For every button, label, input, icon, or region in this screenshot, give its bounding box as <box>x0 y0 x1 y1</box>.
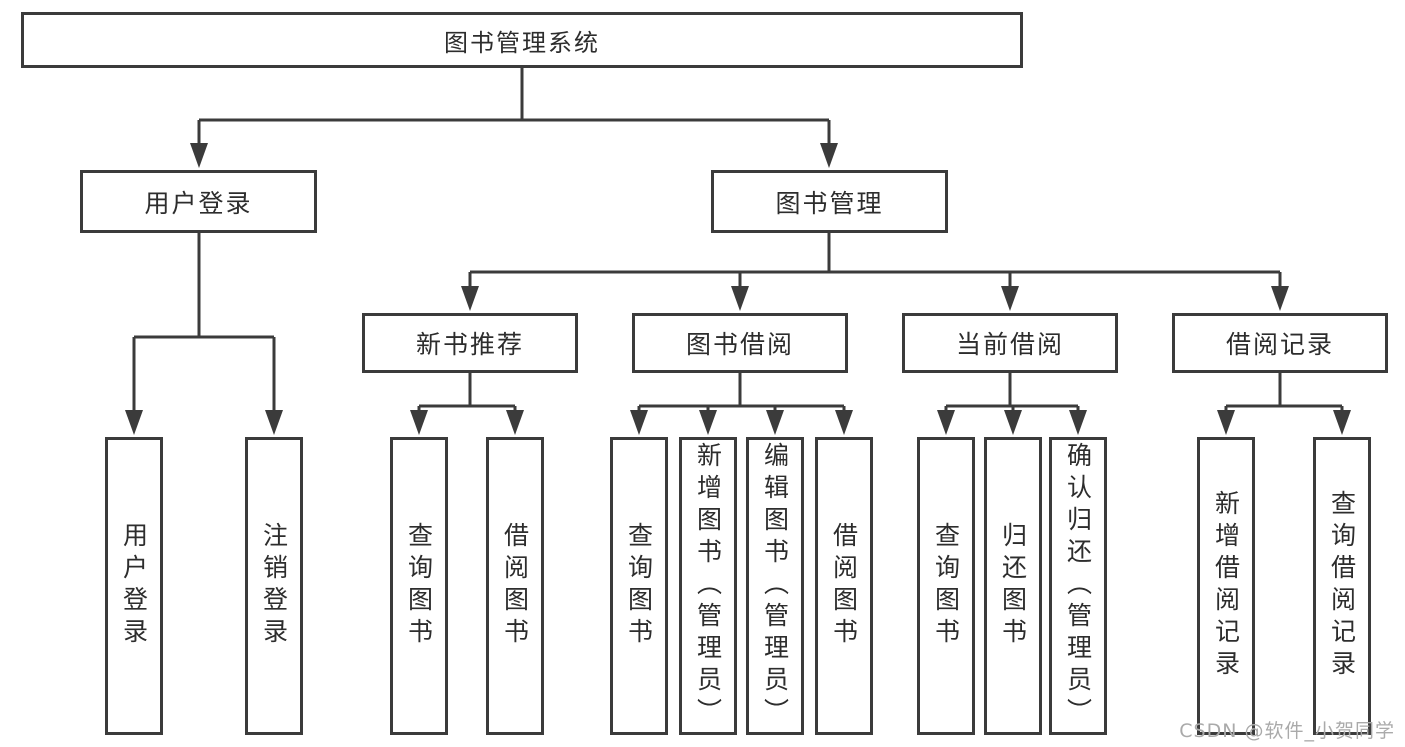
leaf-current-query-books: 查询图书 <box>917 437 975 735</box>
arrowhead <box>265 410 283 435</box>
arrowhead <box>125 410 143 435</box>
watermark-text: CSDN @软件_小贺同学 <box>1179 720 1395 742</box>
leaf-borrowing-edit-books-admin: 编辑图书（管理员） <box>746 437 804 735</box>
leaf-label: 用户登录 <box>119 522 149 650</box>
leaf-label: 注销登录 <box>259 522 289 650</box>
leaf-label: 确认归还（管理员） <box>1063 442 1093 730</box>
leaf-records-query-borrow-record: 查询借阅记录 <box>1313 437 1371 735</box>
leaf-current-return-books: 归还图书 <box>984 437 1042 735</box>
leaf-user-login: 用户登录 <box>105 437 163 735</box>
arrowhead <box>506 410 524 435</box>
node-book-borrowing: 图书借阅 <box>632 313 848 373</box>
leaf-label: 查询图书 <box>931 522 961 650</box>
leaf-label: 新增借阅记录 <box>1211 490 1241 682</box>
arrowhead <box>1004 410 1022 435</box>
leaf-label: 查询图书 <box>404 522 434 650</box>
leaf-label: 编辑图书（管理员） <box>760 442 790 730</box>
leaf-borrowing-borrow-books: 借阅图书 <box>815 437 873 735</box>
arrowhead <box>410 410 428 435</box>
node-book-management: 图书管理 <box>711 170 948 233</box>
arrowhead <box>630 410 648 435</box>
leaf-newbooks-borrow-books: 借阅图书 <box>486 437 544 735</box>
leaf-label: 归还图书 <box>998 522 1028 650</box>
arrowhead <box>1217 410 1235 435</box>
arrowhead <box>766 410 784 435</box>
node-current-borrowing: 当前借阅 <box>902 313 1118 373</box>
node-borrowing-records: 借阅记录 <box>1172 313 1388 373</box>
leaf-current-confirm-return-admin: 确认归还（管理员） <box>1049 437 1107 735</box>
leaf-label: 新增图书（管理员） <box>693 442 723 730</box>
arrowhead <box>1333 410 1351 435</box>
leaf-borrowing-query-books: 查询图书 <box>610 437 668 735</box>
arrowhead <box>1001 286 1019 311</box>
arrowhead <box>461 286 479 311</box>
leaf-label: 查询借阅记录 <box>1327 490 1357 682</box>
leaf-borrowing-add-books-admin: 新增图书（管理员） <box>679 437 737 735</box>
arrowhead <box>835 410 853 435</box>
node-user-login: 用户登录 <box>80 170 317 233</box>
leaf-label: 借阅图书 <box>500 522 530 650</box>
arrowhead <box>190 143 208 168</box>
arrowhead <box>699 410 717 435</box>
arrowhead <box>1271 286 1289 311</box>
leaf-newbooks-query-books: 查询图书 <box>390 437 448 735</box>
arrowhead <box>820 143 838 168</box>
leaf-label: 借阅图书 <box>829 522 859 650</box>
arrowhead <box>937 410 955 435</box>
leaf-records-add-borrow-record: 新增借阅记录 <box>1197 437 1255 735</box>
node-new-book-recommendation: 新书推荐 <box>362 313 578 373</box>
leaf-label: 查询图书 <box>624 522 654 650</box>
arrowhead <box>731 286 749 311</box>
arrowhead <box>1069 410 1087 435</box>
leaf-logout-login: 注销登录 <box>245 437 303 735</box>
node-library-management-system: 图书管理系统 <box>21 12 1023 68</box>
